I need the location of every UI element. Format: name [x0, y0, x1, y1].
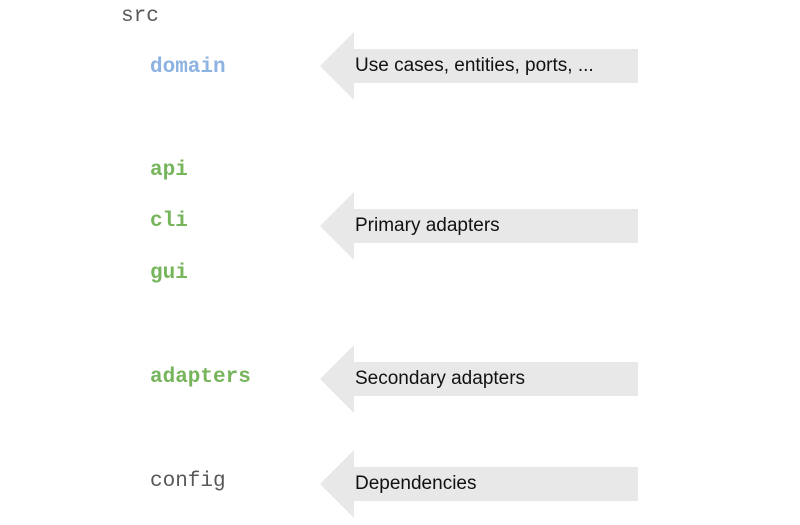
domain-arrow-label: Use cases, entities, ports, ... [355, 55, 594, 76]
dependencies-label: Dependencies [355, 473, 477, 494]
config-folder: config [150, 470, 226, 493]
src-folder: src [121, 5, 159, 28]
primary-adapters-label: Primary adapters [355, 215, 500, 236]
domain-folder: domain [150, 56, 226, 79]
left-arrow-shape [320, 192, 638, 260]
secondary-adapters-label: Secondary adapters [355, 368, 526, 389]
left-arrow-shape [320, 450, 638, 518]
api-folder: api [150, 159, 188, 182]
secondary-adapters-arrow: Secondary adapters [320, 345, 638, 413]
dependencies-arrow: Dependencies [320, 450, 638, 518]
gui-folder: gui [150, 262, 188, 285]
adapters-folder: adapters [150, 366, 251, 389]
primary-adapters-arrow: Primary adapters [320, 192, 638, 260]
domain-arrow: Use cases, entities, ports, ... [320, 32, 638, 100]
left-arrow-shape [320, 32, 638, 100]
cli-folder: cli [150, 210, 188, 233]
left-arrow-shape [320, 345, 638, 413]
